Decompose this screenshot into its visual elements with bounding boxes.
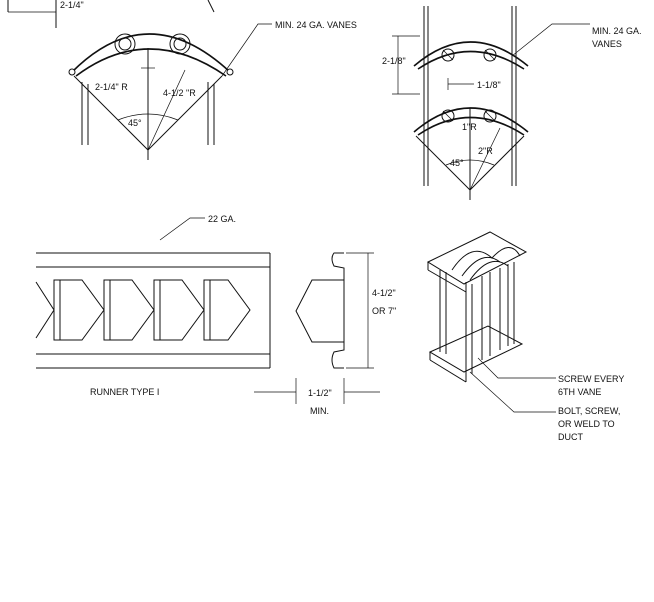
min-vanes-left: MIN. 24 GA. VANES — [275, 20, 357, 30]
radius-left-large: 4-1/2 "R — [163, 88, 196, 98]
runner-width-min: MIN. — [310, 406, 329, 416]
min-vanes-right-line-2: VANES — [592, 39, 622, 49]
gauge-runner-label: 22 GA. — [208, 214, 236, 224]
dim-right-height: 2-1/8" — [382, 56, 406, 66]
runner-width-dim: 1-1/2" — [308, 388, 332, 398]
bolt-note-line-2: OR WELD TO — [558, 419, 615, 429]
dim-right-spacing: 1-1/8" — [477, 80, 501, 90]
radius-right-large: 2"R — [478, 146, 493, 156]
left-vane-detail: 2-1/4" 2-1/4" R 4-1/2 "R 45° MIN. 24 GA.… — [7, 0, 357, 160]
right-vane-detail: 2-1/8" 1-1/8" MIN. 24 GA. VANES 1"R 2"R … — [382, 6, 642, 200]
runner-section-detail: 4-1/2" OR 7" 1-1/2" MIN. — [254, 252, 396, 416]
angle-left: 45° — [128, 118, 142, 128]
angle-right: 45° — [450, 158, 464, 168]
bolt-note-line-3: DUCT — [558, 432, 583, 442]
radius-right-small: 1"R — [462, 122, 477, 132]
runner-height-line-1: 4-1/2" — [372, 288, 396, 298]
screw-note-line-1: SCREW EVERY — [558, 374, 624, 384]
bolt-note-line-1: BOLT, SCREW, — [558, 406, 620, 416]
runner-type-i-detail: 22 GA. RUNNER TYPE I — [35, 214, 271, 397]
screw-note-line-2: 6TH VANE — [558, 387, 601, 397]
radius-left-small: 2-1/4" R — [95, 82, 128, 92]
runner-type-label: RUNNER TYPE I — [90, 387, 159, 397]
runner-height-line-2: OR 7" — [372, 306, 396, 316]
min-vanes-right-line-1: MIN. 24 GA. — [592, 26, 642, 36]
isometric-vane-assembly: SCREW EVERY 6TH VANE BOLT, SCREW, OR WEL… — [426, 231, 624, 442]
dim-top-width: 2-1/4" — [60, 0, 84, 10]
